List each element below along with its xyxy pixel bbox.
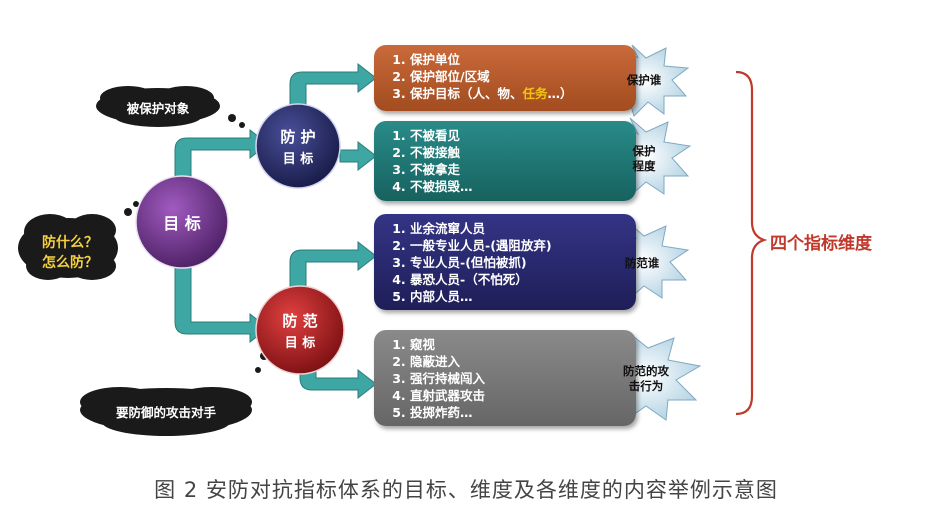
arrow-center-to-defense [174, 261, 269, 344]
box-1-list: 保护单位 保护部位/区域 保护目标（人、物、任务…） [388, 51, 636, 102]
question-cloud-line2: 怎么防？ [42, 255, 98, 271]
list-item-tail: …） [547, 86, 573, 101]
protect-node-label-1: 防 护 [280, 128, 316, 146]
box-2-list: 不被看见 不被接触 不被拿走 不被损毁… [388, 127, 636, 195]
highlight-text: 任务 [522, 86, 548, 101]
connector-arrows [174, 62, 377, 400]
adversary-cloud-label: 要防御的攻击对手 [115, 405, 216, 420]
star-3-label: 防范谁 [624, 256, 660, 270]
list-item: 窥视 [410, 336, 636, 353]
list-item: 保护部位/区域 [410, 68, 636, 85]
star-1-label: 保护谁 [626, 73, 662, 87]
arrow-defense-to-box4 [299, 359, 377, 400]
list-item: 不被损毁… [410, 178, 636, 195]
box-4-list: 窥视 隐蔽进入 强行持械闯入 直射武器攻击 投掷炸药… [388, 336, 636, 421]
box-protect-whom: 保护单位 保护部位/区域 保护目标（人、物、任务…） [374, 45, 636, 111]
cloud-adversary [80, 352, 268, 436]
center-node-label: 目 标 [163, 214, 201, 233]
list-item: 内部人员… [410, 288, 636, 305]
dimension-label: 四个指标维度 [770, 234, 872, 254]
list-item: 保护单位 [410, 51, 636, 68]
box-defend-whom: 业余流窜人员 一般专业人员-(遇阻放弃) 专业人员-(但怕被抓) 暴恐人员-（不… [374, 214, 636, 310]
list-item: 专业人员-(但怕被抓) [410, 254, 636, 271]
list-item: 暴恐人员-（不怕死） [410, 271, 636, 288]
list-item: 一般专业人员-(遇阻放弃) [410, 237, 636, 254]
protected-cloud-label: 被保护对象 [126, 101, 190, 116]
star-2-label-2: 程度 [632, 159, 656, 173]
arrow-protect-to-box1 [289, 62, 377, 107]
list-item-text: 保护目标（人、物、 [410, 86, 523, 101]
protect-node-label-2: 目 标 [282, 152, 314, 167]
center-node-circle [135, 175, 229, 269]
list-item: 隐蔽进入 [410, 353, 636, 370]
list-item: 直射武器攻击 [410, 387, 636, 404]
protect-node-circle [255, 103, 341, 189]
list-item: 不被拿走 [410, 161, 636, 178]
list-item: 不被看见 [410, 127, 636, 144]
diagram-canvas [18, 44, 768, 436]
arrow-protect-to-box2 [339, 140, 377, 172]
list-item: 强行持械闯入 [410, 370, 636, 387]
star-4-label-1: 防范的攻 [623, 364, 669, 378]
defense-node-circle [255, 285, 345, 375]
box-3-list: 业余流窜人员 一般专业人员-(遇阻放弃) 专业人员-(但怕被抓) 暴恐人员-（不… [388, 220, 636, 305]
question-cloud-line1: 防什么？ [42, 235, 98, 251]
figure-caption: 图 2 安防对抗指标体系的目标、维度及各维度的内容举例示意图 [154, 478, 778, 502]
defense-node-label-2: 目 标 [284, 336, 316, 351]
list-item: 业余流窜人员 [410, 220, 636, 237]
box-protection-level: 不被看见 不被接触 不被拿走 不被损毁… [374, 121, 636, 201]
defense-node-label-1: 防 范 [282, 312, 318, 330]
cloud-protected [96, 86, 245, 128]
box-attack-behavior: 窥视 隐蔽进入 强行持械闯入 直射武器攻击 投掷炸药… [374, 330, 636, 426]
arrow-defense-to-box3 [289, 240, 377, 289]
dimension-bracket [735, 70, 768, 416]
cloud-question [18, 201, 139, 280]
star-4-label-2: 击行为 [628, 379, 664, 393]
arrow-center-to-protect [174, 128, 269, 179]
list-item: 不被接触 [410, 144, 636, 161]
list-item: 保护目标（人、物、任务…） [410, 85, 636, 102]
list-item: 投掷炸药… [410, 404, 636, 421]
star-2-label-1: 保护 [632, 144, 656, 158]
